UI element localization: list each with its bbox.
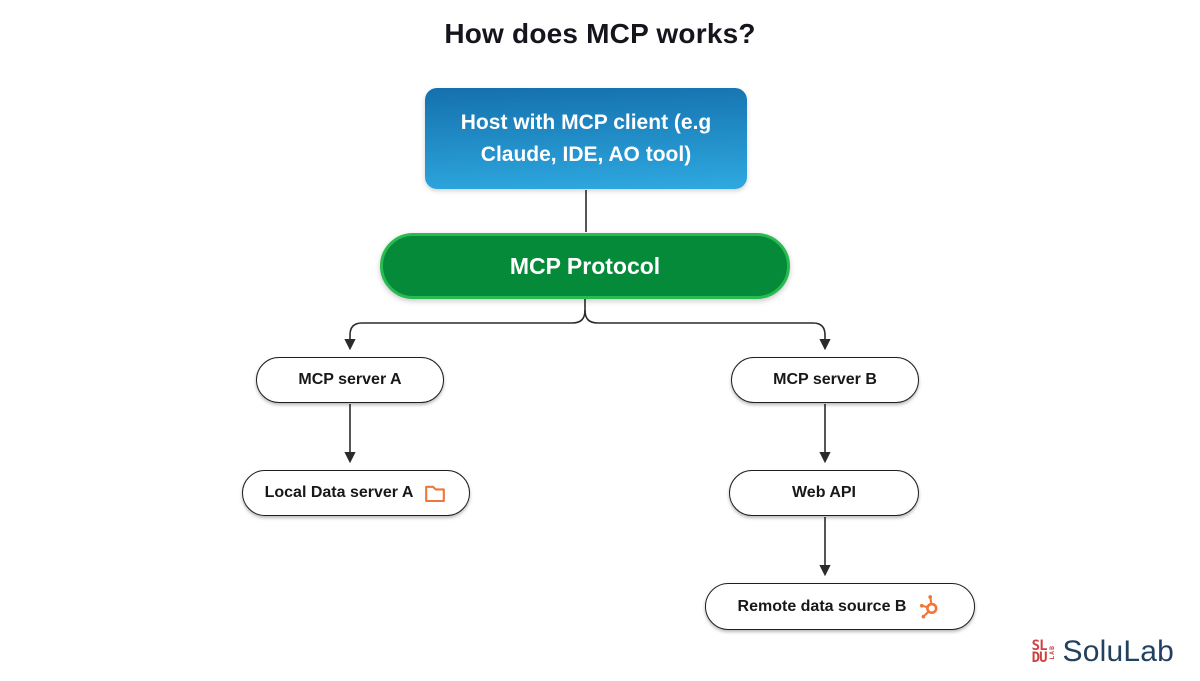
folder-icon: [423, 482, 447, 504]
edge-protocol-server-b: [584, 309, 831, 351]
node-local-data-server-a: Local Data server A: [242, 470, 470, 516]
node-remote-data-source-b-label: Remote data source B: [737, 597, 907, 615]
node-mcp-server-a-label: MCP server A: [298, 371, 402, 388]
node-local-data-server-a-label: Local Data server A: [264, 484, 414, 501]
node-web-api: Web API: [729, 470, 919, 516]
node-mcp-protocol-label: MCP Protocol: [509, 252, 661, 279]
node-remote-data-source-b: Remote data source B: [705, 583, 975, 630]
solulab-logo-mark-icon: SL DU LAB: [1031, 637, 1056, 666]
node-web-api-label: Web API: [791, 484, 856, 501]
node-mcp-server-b-label: MCP server B: [773, 371, 877, 388]
node-mcp-protocol: MCP Protocol: [380, 233, 790, 299]
hubspot-sprocket-icon: [916, 594, 942, 620]
solulab-logo-text: SoluLab: [1062, 635, 1174, 668]
page-title: How does MCP works?: [444, 18, 756, 49]
solulab-mark-top: SL: [1031, 637, 1048, 654]
node-host: Host with MCP client (e.g Claude, IDE, A…: [425, 88, 747, 189]
node-host-label: Host with MCP client (e.g Claude, IDE, A…: [460, 111, 712, 166]
edge-protocol-server-a: [344, 309, 586, 351]
node-mcp-server-b: MCP server B: [731, 357, 919, 403]
solulab-mark-lab: LAB: [1047, 644, 1056, 660]
solulab-mark-bottom: DU: [1031, 650, 1048, 666]
node-mcp-server-a: MCP server A: [256, 357, 444, 403]
solulab-logo: SL DU LAB SoluLab: [1032, 635, 1174, 669]
